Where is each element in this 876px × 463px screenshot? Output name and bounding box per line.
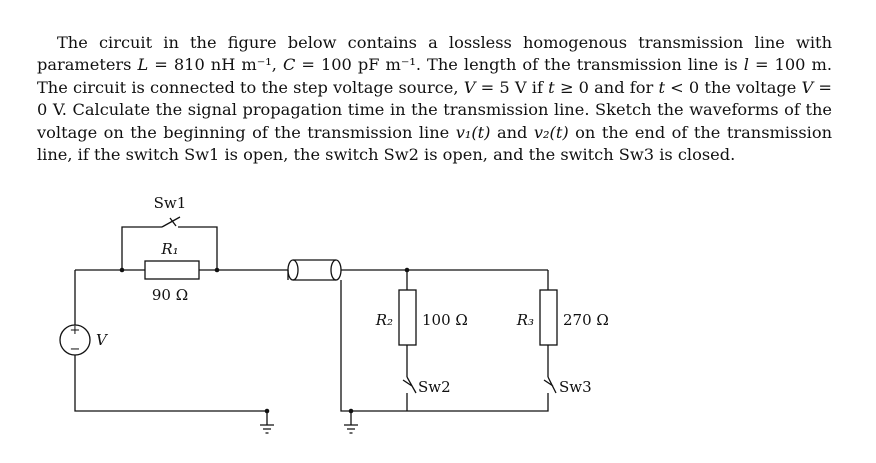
r2-label: R₂ [375,311,393,329]
sw3-switch [543,376,557,400]
junction-dot [214,267,220,273]
sw2-label: Sw2 [418,378,451,396]
r2-value: 100 Ω [422,311,468,329]
problem-statement: The circuit in the figure below contains… [37,33,832,165]
voltage-source [59,324,91,356]
wire-left-top [74,269,267,412]
transmission-line [293,259,336,281]
sw3-label: Sw3 [559,378,592,396]
sw2-switch [402,376,417,400]
junction-dot [264,408,270,414]
r2-resistor [398,289,417,346]
ground-right [344,411,358,434]
sw1-switch [161,216,181,228]
ground-left [260,411,274,434]
r1-label: R₁ [160,240,178,258]
wire-return [287,270,549,412]
r3-resistor [539,289,558,346]
r3-value: 270 Ω [563,311,609,329]
junction-dot [404,267,410,273]
plus-sign: + [70,323,81,338]
junction-dot [348,408,354,414]
r1-resistor [144,260,200,280]
tline-left-end [287,259,299,281]
r3-label: R₃ [516,311,534,329]
junction-dot [119,267,125,273]
minus-sign: − [70,342,81,357]
wire-sw1-branch [121,226,218,270]
r1-value: 90 Ω [152,286,188,304]
sw1-label: Sw1 [154,194,187,212]
source-label: V [96,331,109,349]
tline-right-end [330,259,342,281]
